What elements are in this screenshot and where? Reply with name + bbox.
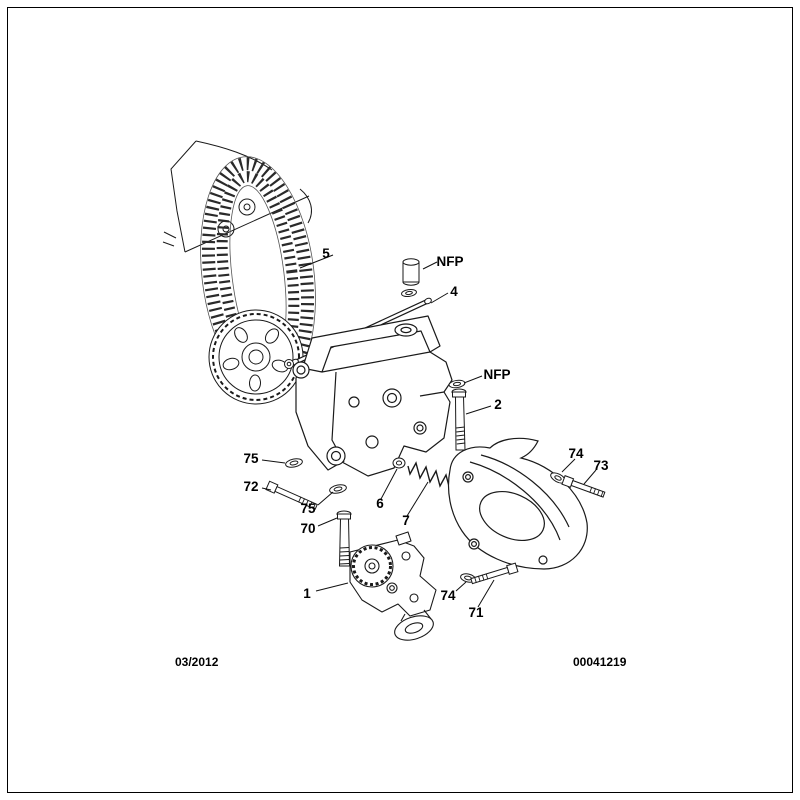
callout-nfp-upper: NFP (437, 254, 464, 269)
bolt-70 (336, 510, 352, 567)
bush-nfp (401, 258, 420, 298)
callout-5: 5 (322, 246, 330, 261)
callout-1: 1 (303, 586, 311, 601)
callout-74-lower: 74 (440, 588, 456, 603)
callout-72: 72 (243, 479, 258, 494)
washer-75-upper (285, 458, 303, 468)
leader-lines (261, 254, 597, 608)
callout-7: 7 (402, 513, 410, 528)
callout-6: 6 (376, 496, 384, 511)
page-border (7, 7, 793, 793)
callout-70: 70 (300, 521, 315, 536)
engine-block-fragment (162, 140, 312, 253)
bolt-72 (265, 480, 318, 510)
callout-73: 73 (593, 458, 609, 473)
oil-pump-bracket (292, 315, 453, 477)
callout-74-upper: 74 (568, 446, 584, 461)
bolt-71 (470, 562, 519, 585)
bolt-2 (451, 388, 467, 451)
callout-75-lower: 75 (300, 501, 316, 516)
footer-document-number: 00041219 (573, 655, 627, 669)
callout-nfp-lower: NFP (484, 367, 511, 382)
relief-valve-spring (407, 461, 454, 493)
callout-2: 2 (494, 397, 502, 412)
callout-4: 4 (450, 284, 458, 299)
pump-cover-strainer (447, 437, 588, 570)
footer-date: 03/2012 (175, 655, 219, 669)
callout-75-upper: 75 (243, 451, 259, 466)
oil-pump-assembly (349, 531, 437, 641)
washer-75-lower (329, 484, 347, 494)
callout-71: 71 (468, 605, 484, 620)
bolt-73 (561, 475, 606, 498)
crankshaft-sprocket (208, 309, 304, 405)
relief-valve-plug (392, 457, 406, 469)
